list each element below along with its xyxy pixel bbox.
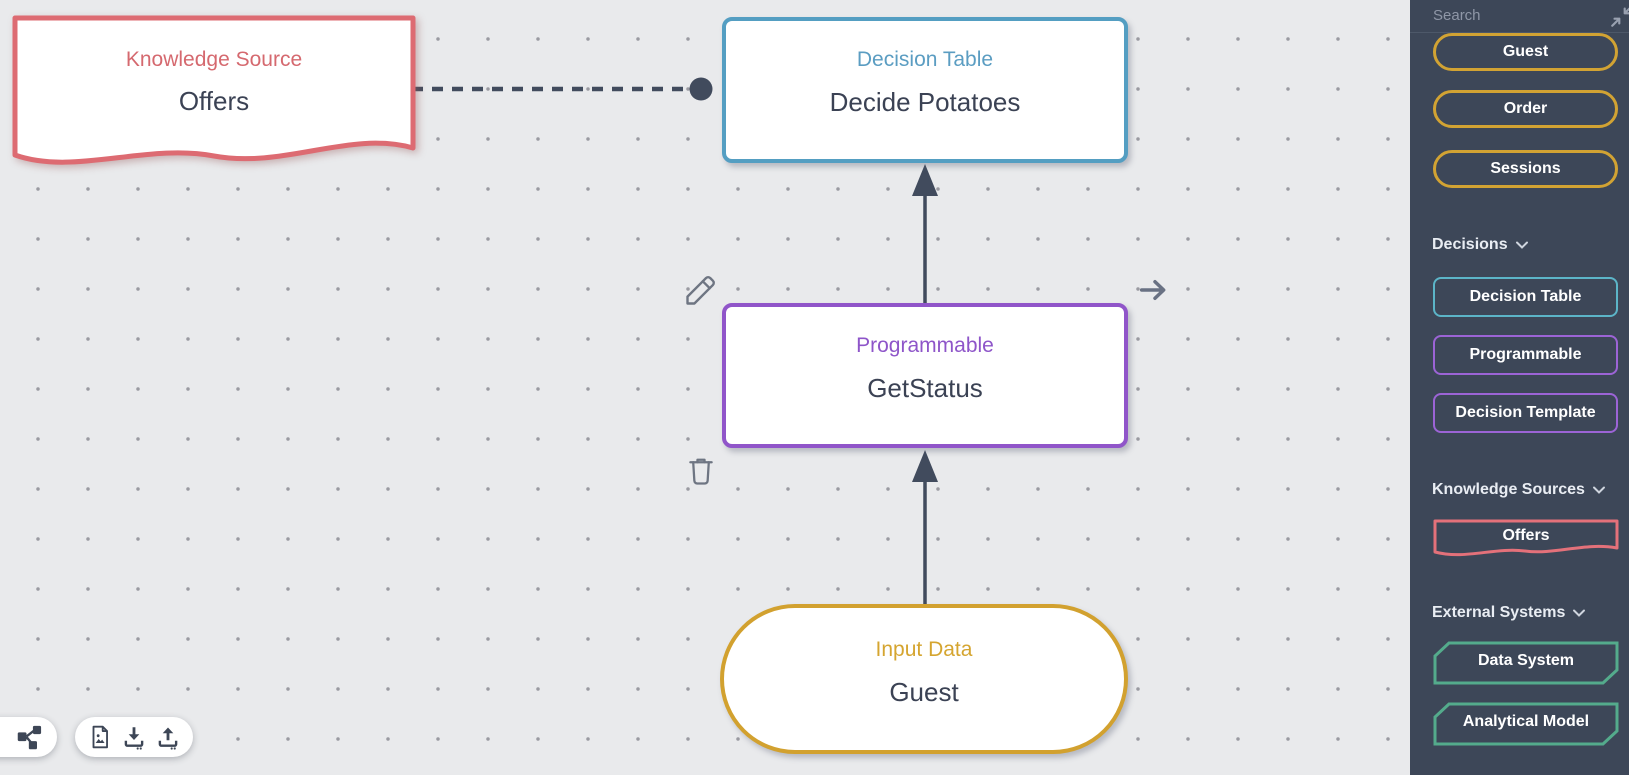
search-input[interactable] xyxy=(1433,3,1583,27)
palette-item-label: Data System xyxy=(1477,652,1575,669)
palette-item-programmable[interactable]: Programmable xyxy=(1433,335,1618,375)
export-image-icon[interactable] xyxy=(87,724,113,750)
external-system-shape xyxy=(1433,702,1619,746)
node-name-label: Offers xyxy=(178,86,250,116)
node-type-label: Decision Table xyxy=(856,48,994,71)
chevron-down-icon xyxy=(1515,241,1528,249)
node-knowledge-source-offers[interactable]: Knowledge Source Offers xyxy=(12,15,416,175)
palette-item-label: Analytical Model xyxy=(1462,713,1590,730)
node-input-data-guest[interactable]: Input Data Guest xyxy=(720,604,1128,754)
node-name-label: GetStatus xyxy=(867,373,983,403)
divider xyxy=(1410,32,1629,33)
palette-item-analytical-model[interactable]: Analytical Model xyxy=(1433,702,1619,746)
section-header-external-systems[interactable]: External Systems xyxy=(1432,604,1586,622)
node-type-label: Programmable xyxy=(856,334,994,357)
collapse-diagonal-icon[interactable] xyxy=(1609,3,1629,29)
delete-trash-icon[interactable] xyxy=(684,452,718,488)
node-name-label: Decide Potatoes xyxy=(829,87,1021,117)
palette-item-label: Decision Template xyxy=(1455,404,1596,421)
palette-search-row xyxy=(1410,0,1629,32)
node-type-label: Input Data xyxy=(875,638,973,661)
palette-item-label: Offers xyxy=(1502,527,1550,544)
node-name-label: Guest xyxy=(889,677,959,707)
palette-item-guest[interactable]: Guest xyxy=(1433,33,1618,71)
palette-item-sessions[interactable]: Sessions xyxy=(1433,150,1618,188)
section-header-decisions[interactable]: Decisions xyxy=(1432,236,1529,254)
node-programmable-getstatus[interactable]: Programmable GetStatus xyxy=(722,303,1128,448)
knowledge-source-shape xyxy=(1433,519,1619,557)
auto-layout-icon[interactable] xyxy=(16,723,44,751)
download-icon[interactable] xyxy=(121,724,147,750)
palette-item-data-system[interactable]: Data System xyxy=(1433,641,1619,685)
upload-icon[interactable] xyxy=(155,724,181,750)
palette-item-label: Sessions xyxy=(1490,160,1561,177)
palette-item-decision-template[interactable]: Decision Template xyxy=(1433,393,1618,433)
chevron-down-icon xyxy=(1592,486,1605,494)
section-label: Decisions xyxy=(1432,236,1508,253)
palette-item-label: Order xyxy=(1503,100,1548,117)
edge-association-offers[interactable] xyxy=(412,77,713,101)
edge-getstatus-to-decidepotatoes[interactable] xyxy=(912,164,938,303)
edge-guest-to-getstatus[interactable] xyxy=(912,450,938,604)
palette-item-label: Decision Table xyxy=(1469,288,1582,305)
palette-sidebar: Guest Order Sessions Decisions Decision … xyxy=(1410,0,1629,775)
section-label: Knowledge Sources xyxy=(1432,481,1585,498)
node-type-label: Knowledge Source xyxy=(125,48,303,71)
section-header-knowledge-sources[interactable]: Knowledge Sources xyxy=(1432,481,1606,499)
palette-item-decision-table[interactable]: Decision Table xyxy=(1433,277,1618,317)
palette-item-label: Guest xyxy=(1502,43,1549,60)
section-label: External Systems xyxy=(1432,604,1566,621)
palette-item-offers[interactable]: Offers xyxy=(1433,519,1619,559)
edit-pencil-icon[interactable] xyxy=(683,272,719,308)
external-system-shape xyxy=(1433,641,1619,685)
node-decision-table-decide-potatoes[interactable]: Decision Table Decide Potatoes xyxy=(722,17,1128,163)
file-toolbar xyxy=(75,717,193,757)
auto-layout-toolbar xyxy=(0,717,57,757)
palette-item-label: Programmable xyxy=(1469,346,1582,363)
chevron-down-icon xyxy=(1573,609,1586,617)
connect-arrow-icon[interactable] xyxy=(1134,274,1172,306)
knowledge-source-shape xyxy=(12,15,416,165)
palette-item-order[interactable]: Order xyxy=(1433,90,1618,128)
